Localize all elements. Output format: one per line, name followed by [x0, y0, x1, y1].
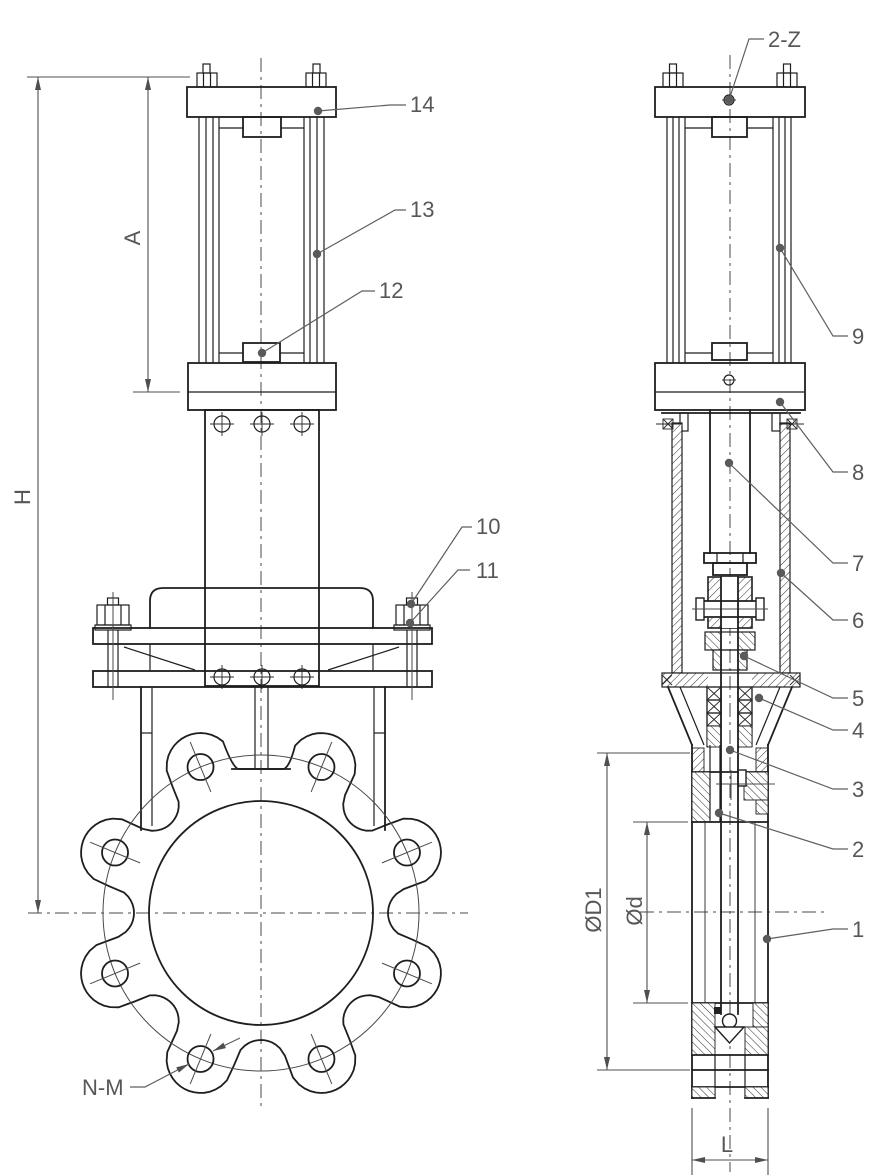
callout-7: 7	[852, 551, 864, 576]
gland-assembly-front	[92, 587, 433, 700]
gland-bolt-left	[94, 592, 132, 700]
upper-gland-plate	[92, 627, 433, 645]
bolt-hole-tick	[381, 841, 433, 864]
bonnet-bottom-flange	[661, 672, 801, 688]
dim-bolt-circle-diameter: ØD1	[581, 752, 690, 1071]
bolt-circle	[102, 754, 420, 1072]
seat-wedge	[713, 1026, 746, 1045]
bolt-hole-tick	[381, 962, 433, 985]
gland-side	[704, 631, 756, 671]
bolt-hole-tick	[189, 741, 212, 793]
callout-14: 14	[410, 92, 434, 117]
callout-2: 2	[852, 837, 864, 862]
callout-12: 12	[379, 278, 403, 303]
dim-label-A: A	[120, 230, 145, 245]
bolt-hole	[307, 1045, 336, 1073]
packing-cross	[737, 686, 753, 701]
packing-dome	[149, 587, 374, 629]
bolt-hole-tick	[310, 1033, 333, 1085]
front-view	[28, 58, 468, 1110]
callout-11: 11	[476, 558, 499, 583]
tie-rod-nut-left	[196, 63, 218, 88]
yoke-bolts	[210, 412, 314, 689]
gate-bottom-ball	[721, 1013, 738, 1029]
bolt-hole	[393, 838, 421, 867]
seat-ring	[714, 1007, 721, 1014]
bonnet-top-bolts	[656, 418, 804, 430]
tie-rod-nut-left-side	[662, 63, 684, 88]
callout-8: 8	[852, 460, 864, 485]
bolt-hole	[393, 959, 421, 988]
dimensions: H A ØD1 Ød L	[10, 76, 769, 1175]
callout-3: 3	[852, 777, 864, 802]
callout-6: 6	[852, 608, 864, 633]
lower-gland-plate	[92, 670, 433, 688]
dim-face-to-face: L	[691, 1108, 769, 1175]
cylinder-side	[654, 63, 806, 411]
bolt-hole-tick	[89, 841, 141, 864]
dim-actuator-height: A	[120, 77, 180, 393]
body-flange-front	[80, 732, 442, 1094]
leaders-side	[714, 38, 848, 944]
callout-4: 4	[852, 718, 864, 743]
callout-leaders: 14 13 12 10 11 N-M 2-Z 9 8 7 6 5 4 3 2 1	[82, 27, 864, 1100]
bolt-hole	[101, 838, 129, 867]
dim-overall-height: H	[10, 76, 190, 913]
upper-port-block	[242, 116, 282, 138]
bore-circle	[148, 800, 374, 1026]
yoke-front	[204, 409, 320, 689]
flange-scalloped-outline	[80, 732, 442, 1094]
bonnet-side	[656, 412, 804, 688]
bolt-hole-tick	[310, 741, 333, 793]
bonnet-wall-left	[671, 422, 683, 674]
dim-bore-diameter: Ød	[622, 821, 688, 1004]
bolt-hole	[186, 753, 215, 781]
bolt-hole-tick	[189, 1033, 212, 1085]
callout-1: 1	[852, 917, 864, 942]
leaders-front	[130, 104, 472, 1088]
stem-adapter	[712, 562, 748, 576]
bolt-hole	[101, 959, 129, 988]
bolt-hole	[186, 1045, 215, 1073]
callout-5: 5	[852, 686, 864, 711]
side-view	[640, 55, 825, 1172]
tie-rod-nut-right	[305, 63, 327, 88]
packing-cross	[706, 699, 722, 714]
callout-9: 9	[852, 324, 864, 349]
packing-rings	[706, 686, 753, 727]
bolt-hole	[307, 753, 336, 781]
stuffing-box-side	[706, 686, 753, 748]
dim-label-D1: ØD1	[581, 887, 606, 932]
stem-side	[692, 409, 768, 629]
bonnet-wall-right	[779, 422, 791, 674]
callout-2-Z: 2-Z	[768, 27, 801, 52]
callout-N-M: N-M	[82, 1075, 124, 1100]
packing-cross	[737, 699, 753, 714]
dim-label-H: H	[10, 489, 35, 505]
tie-rod-nut-right-side	[776, 63, 798, 88]
callout-13: 13	[410, 197, 434, 222]
dim-label-L: L	[721, 1132, 733, 1157]
flange-bolt-holes	[89, 741, 433, 1085]
body-side	[666, 627, 794, 1099]
bolt-hole-tick	[89, 962, 141, 985]
cylinder-front	[186, 63, 337, 411]
packing-cross	[737, 712, 753, 727]
packing-cross	[706, 712, 722, 727]
callout-10: 10	[476, 514, 500, 539]
packing-cross	[706, 686, 722, 701]
dim-label-d: Ød	[622, 896, 647, 925]
gland-bolt-right	[393, 592, 431, 700]
